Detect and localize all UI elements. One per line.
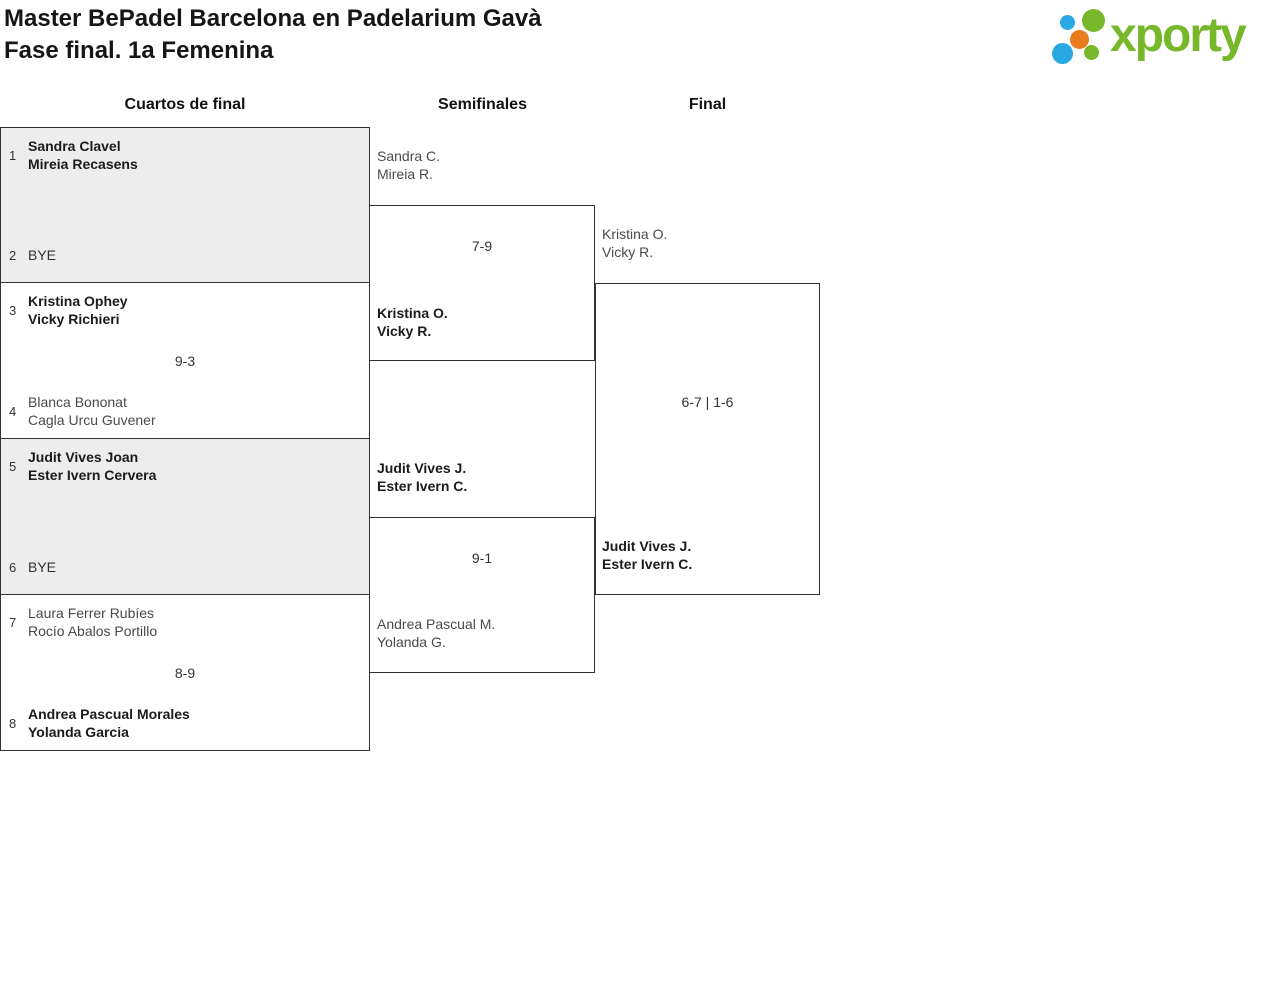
logo-dot-orange <box>1070 30 1089 49</box>
qf2-team1: 3 Kristina Ophey Vicky Richieri <box>9 292 361 328</box>
qf-match-4: 7 Laura Ferrer Rubíes Rocío Abalos Porti… <box>0 595 370 751</box>
seed-number: 7 <box>9 614 17 630</box>
sf1-team2-label: Kristina O. Vicky R. <box>377 305 448 339</box>
match-score: 9-1 <box>471 550 493 566</box>
team-name: Andrea Pascual Morales Yolanda Garcia <box>28 706 190 740</box>
qf1-team1: 1 Sandra Clavel Mireia Recasens <box>9 137 361 173</box>
team-name: Blanca Bononat Cagla Urcu Guvener <box>28 394 156 428</box>
page-title-line2: Fase final. 1a Femenina <box>4 37 274 64</box>
logo-dot-green-small <box>1084 45 1099 60</box>
team-name: Sandra Clavel Mireia Recasens <box>28 138 138 172</box>
match-score: 7-9 <box>471 238 493 254</box>
match-score: 6-7 | 1-6 <box>681 394 734 410</box>
bye-label: BYE <box>28 559 57 575</box>
round-header-final: Final <box>688 96 727 113</box>
match-score: 9-3 <box>174 353 196 369</box>
qf-match-2: 3 Kristina Ophey Vicky Richieri 9-3 4 Bl… <box>0 283 370 439</box>
qf3-team1: 5 Judit Vives Joan Ester Ivern Cervera <box>9 448 361 484</box>
logo-dot-green-large <box>1082 9 1105 32</box>
qf-match-3: 5 Judit Vives Joan Ester Ivern Cervera 6… <box>0 439 370 595</box>
seed-number: 2 <box>9 247 17 263</box>
qf4-team2: 8 Andrea Pascual Morales Yolanda Garcia <box>9 705 361 741</box>
sf2-team2-label: Andrea Pascual M. Yolanda G. <box>377 616 496 650</box>
sf-match-2: 9-1 <box>370 517 595 673</box>
page-title-line1: Master BePadel Barcelona en Padelarium G… <box>4 5 542 32</box>
seed-number: 6 <box>9 559 17 575</box>
seed-number: 3 <box>9 302 17 318</box>
bye-label: BYE <box>28 247 57 263</box>
qf3-team2: 6 BYE <box>9 549 361 585</box>
seed-number: 5 <box>9 458 17 474</box>
team-name: Laura Ferrer Rubíes Rocío Abalos Portill… <box>28 605 158 639</box>
seed-number: 1 <box>9 147 17 163</box>
team-name: Kristina Ophey Vicky Richieri <box>28 293 128 327</box>
final-team2-label: Judit Vives J. Ester Ivern C. <box>602 538 693 572</box>
logo-dot-blue-small <box>1060 15 1075 30</box>
qf-match-1: 1 Sandra Clavel Mireia Recasens 2 BYE <box>0 127 370 283</box>
final-team1-label: Kristina O. Vicky R. <box>602 226 668 260</box>
team-name: Judit Vives Joan Ester Ivern Cervera <box>28 449 157 483</box>
qf1-team2: 2 BYE <box>9 237 361 273</box>
qf2-team2: 4 Blanca Bononat Cagla Urcu Guvener <box>9 393 361 429</box>
round-header-cuartos: Cuartos de final <box>124 96 246 113</box>
qf4-team1: 7 Laura Ferrer Rubíes Rocío Abalos Porti… <box>9 604 361 640</box>
sf1-team1-label: Sandra C. Mireia R. <box>377 148 441 182</box>
logo-dot-blue-large <box>1052 43 1073 64</box>
final-match: 6-7 | 1-6 <box>595 283 820 595</box>
seed-number: 4 <box>9 403 17 419</box>
xporty-logo[interactable]: xporty <box>1050 0 1280 72</box>
seed-number: 8 <box>9 715 17 731</box>
sf-match-1: 7-9 <box>370 205 595 361</box>
round-header-semifinales: Semifinales <box>438 96 527 113</box>
match-score: 8-9 <box>174 665 196 681</box>
sf2-team1-label: Judit Vives J. Ester Ivern C. <box>377 460 468 494</box>
logo-text: xporty <box>1110 9 1247 62</box>
page-title: Master BePadel Barcelona en Padelarium G… <box>4 3 542 67</box>
